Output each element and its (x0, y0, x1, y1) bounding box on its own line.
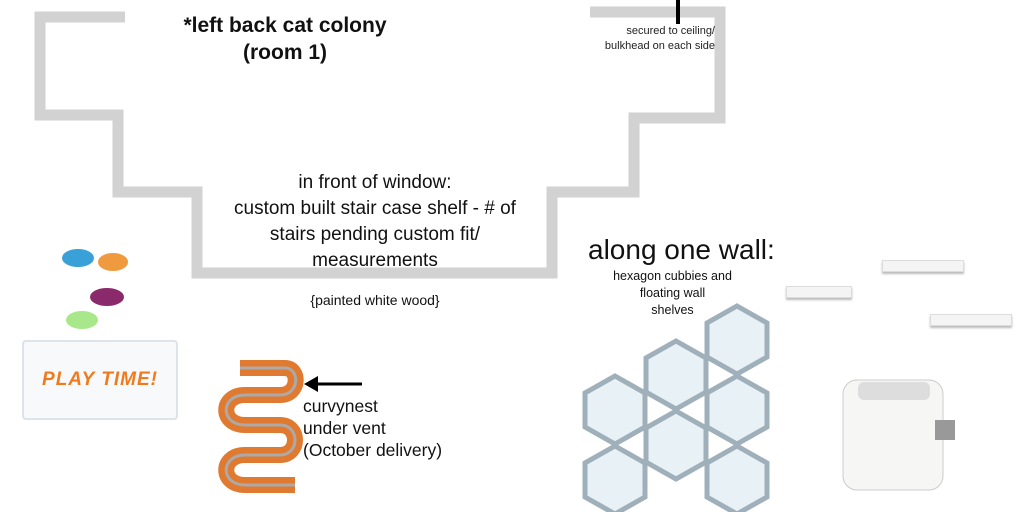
material-note: {painted white wood} (310, 292, 440, 308)
text-line: (October delivery) (303, 440, 443, 460)
staircase-description: in front of window: custom built stair c… (195, 170, 555, 274)
text-line: shelves (651, 303, 694, 317)
floating-shelf (930, 314, 1012, 326)
floating-shelf (786, 286, 852, 298)
toy-bin-label: PLAY TIME! (42, 369, 158, 390)
curvynest-image (215, 360, 304, 493)
text-line: measurements (312, 250, 438, 271)
title-line: *left back cat colony (183, 14, 387, 37)
text-line: in front of window: (298, 172, 452, 193)
text-line: floating wall (639, 286, 706, 300)
wall-description: hexagon cubbies and floating wall shelve… (590, 268, 755, 319)
litter-box-image (842, 379, 955, 491)
text-line: hexagon cubbies and (613, 269, 732, 283)
ceiling-note: secured to ceiling/ bulkhead on each sid… (570, 24, 715, 54)
page-title: *left back cat colony (room 1) (150, 12, 420, 66)
arrow-icon (304, 376, 362, 392)
text-line: stairs pending custom fit/ (269, 224, 481, 245)
note-line: secured to ceiling/ (626, 25, 715, 37)
title-line: (room 1) (243, 41, 327, 64)
text-line: custom built stair case shelf - # of (234, 198, 516, 219)
text-line: under vent (303, 418, 386, 438)
curvynest-label: curvynest under vent (October delivery) (303, 395, 442, 461)
toy-bin: PLAY TIME! (22, 340, 178, 420)
note-line: bulkhead on each side (604, 40, 715, 52)
wall-heading: along one wall: (588, 234, 775, 265)
toy-mice-image (62, 249, 128, 329)
hexagon-cubbies-image (582, 303, 770, 512)
text-line: curvynest (303, 396, 378, 416)
floating-shelf (882, 260, 964, 272)
